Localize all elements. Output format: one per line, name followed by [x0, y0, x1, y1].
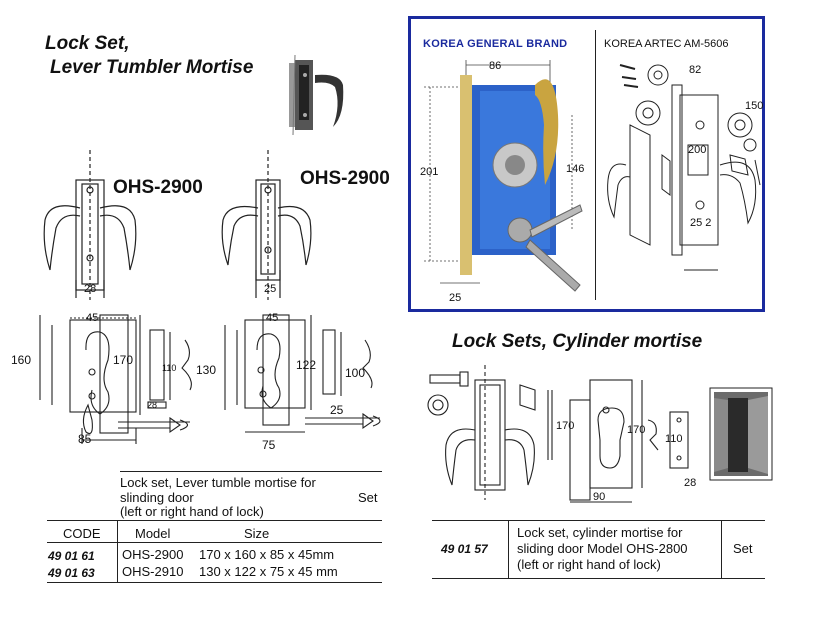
- dim-a-plate: 45: [86, 312, 99, 324]
- dim-a-side: 110: [162, 363, 177, 373]
- right-unit: Set: [733, 541, 753, 556]
- lever-lock-drawing-b: [221, 150, 312, 300]
- dim-a-h2: 170: [113, 353, 134, 367]
- photo-dim-bottom: 25: [449, 292, 462, 304]
- header-size: Size: [244, 526, 270, 541]
- mortise-front-drawing-b: [224, 314, 381, 433]
- model-label-b: OHS-2900: [300, 168, 390, 189]
- header-code: CODE: [63, 526, 101, 541]
- mortise-front-drawing-a: [39, 314, 192, 444]
- right-table-code: 49 01 57: [441, 542, 488, 556]
- left-desc-line1: Lock set, Lever tumble mortise for: [120, 475, 316, 490]
- korea-general-brand-label: KOREA GENERAL BRAND: [423, 38, 568, 50]
- left-desc-line3: (left or right hand of lock): [120, 504, 264, 519]
- table-row-code: 49 01 63: [48, 566, 95, 580]
- table-row-code: 49 01 61: [48, 549, 95, 563]
- artec-dim-bottom: 25 2: [690, 217, 712, 229]
- photo-dim-height: 201: [420, 166, 439, 178]
- korea-artec-label: KOREA ARTEC AM-5606: [604, 38, 729, 50]
- dim-b-base: 75: [262, 438, 276, 452]
- cyl-dim-h1: 170: [556, 420, 575, 432]
- lever-lock-drawing-a: [43, 150, 137, 300]
- header-model: Model: [135, 526, 171, 541]
- dim-a-base: 85: [78, 432, 92, 446]
- cyl-dim-side-w: 28: [684, 477, 697, 489]
- right-desc-line2: sliding door Model OHS-2800: [517, 541, 688, 556]
- cylinder-mortise-photo: [709, 387, 773, 481]
- artec-dim-top: 82: [689, 64, 702, 76]
- general-brand-lock-photo: [424, 60, 583, 292]
- dim-b-side-w: 25: [330, 403, 344, 417]
- dim-b-plate: 45: [266, 312, 279, 324]
- right-desc-line3: (left or right hand of lock): [517, 557, 661, 572]
- table-row-size: 170 x 160 x 85 x 45mm: [199, 547, 335, 562]
- photo-dim-top: 86: [489, 60, 502, 72]
- artec-lock-exploded-drawing: [607, 64, 761, 271]
- dim-a-width: 28: [84, 283, 97, 295]
- right-desc-line1: Lock set, cylinder mortise for: [517, 525, 683, 540]
- dim-b-side: 100: [345, 366, 366, 380]
- dim-a-side-w: 28: [147, 400, 158, 410]
- artec-dim-side: 150: [745, 100, 764, 112]
- dim-b-width: 25: [264, 283, 277, 295]
- left-unit: Set: [358, 490, 378, 505]
- dim-b-h1: 130: [196, 363, 217, 377]
- left-desc-line2: slinding door: [120, 490, 194, 505]
- cyl-dim-side: 110: [665, 433, 683, 445]
- cyl-dim-h2: 170: [627, 424, 646, 436]
- cylinder-section-title: Lock Sets, Cylinder mortise: [452, 331, 703, 352]
- photo-dim-inner: 146: [566, 163, 585, 175]
- table-row-model: OHS-2900: [122, 547, 184, 562]
- artec-dim-mid: 200: [688, 144, 707, 156]
- product-photo-box: [408, 16, 765, 312]
- lever-lock-thumbnail: [289, 54, 344, 136]
- section-title-line2: Lever Tumbler Mortise: [50, 57, 254, 78]
- dim-b-h2: 122: [296, 358, 317, 372]
- table-row-model: OHS-2910: [122, 564, 184, 579]
- dim-a-h1: 160: [11, 353, 32, 367]
- table-row-size: 130 x 122 x 75 x 45 mm: [199, 564, 338, 579]
- cylinder-mortise-drawing: [427, 365, 689, 503]
- cyl-dim-base: 90: [593, 491, 606, 503]
- model-label-a: OHS-2900: [113, 177, 203, 198]
- section-title-line1: Lock Set,: [45, 33, 130, 54]
